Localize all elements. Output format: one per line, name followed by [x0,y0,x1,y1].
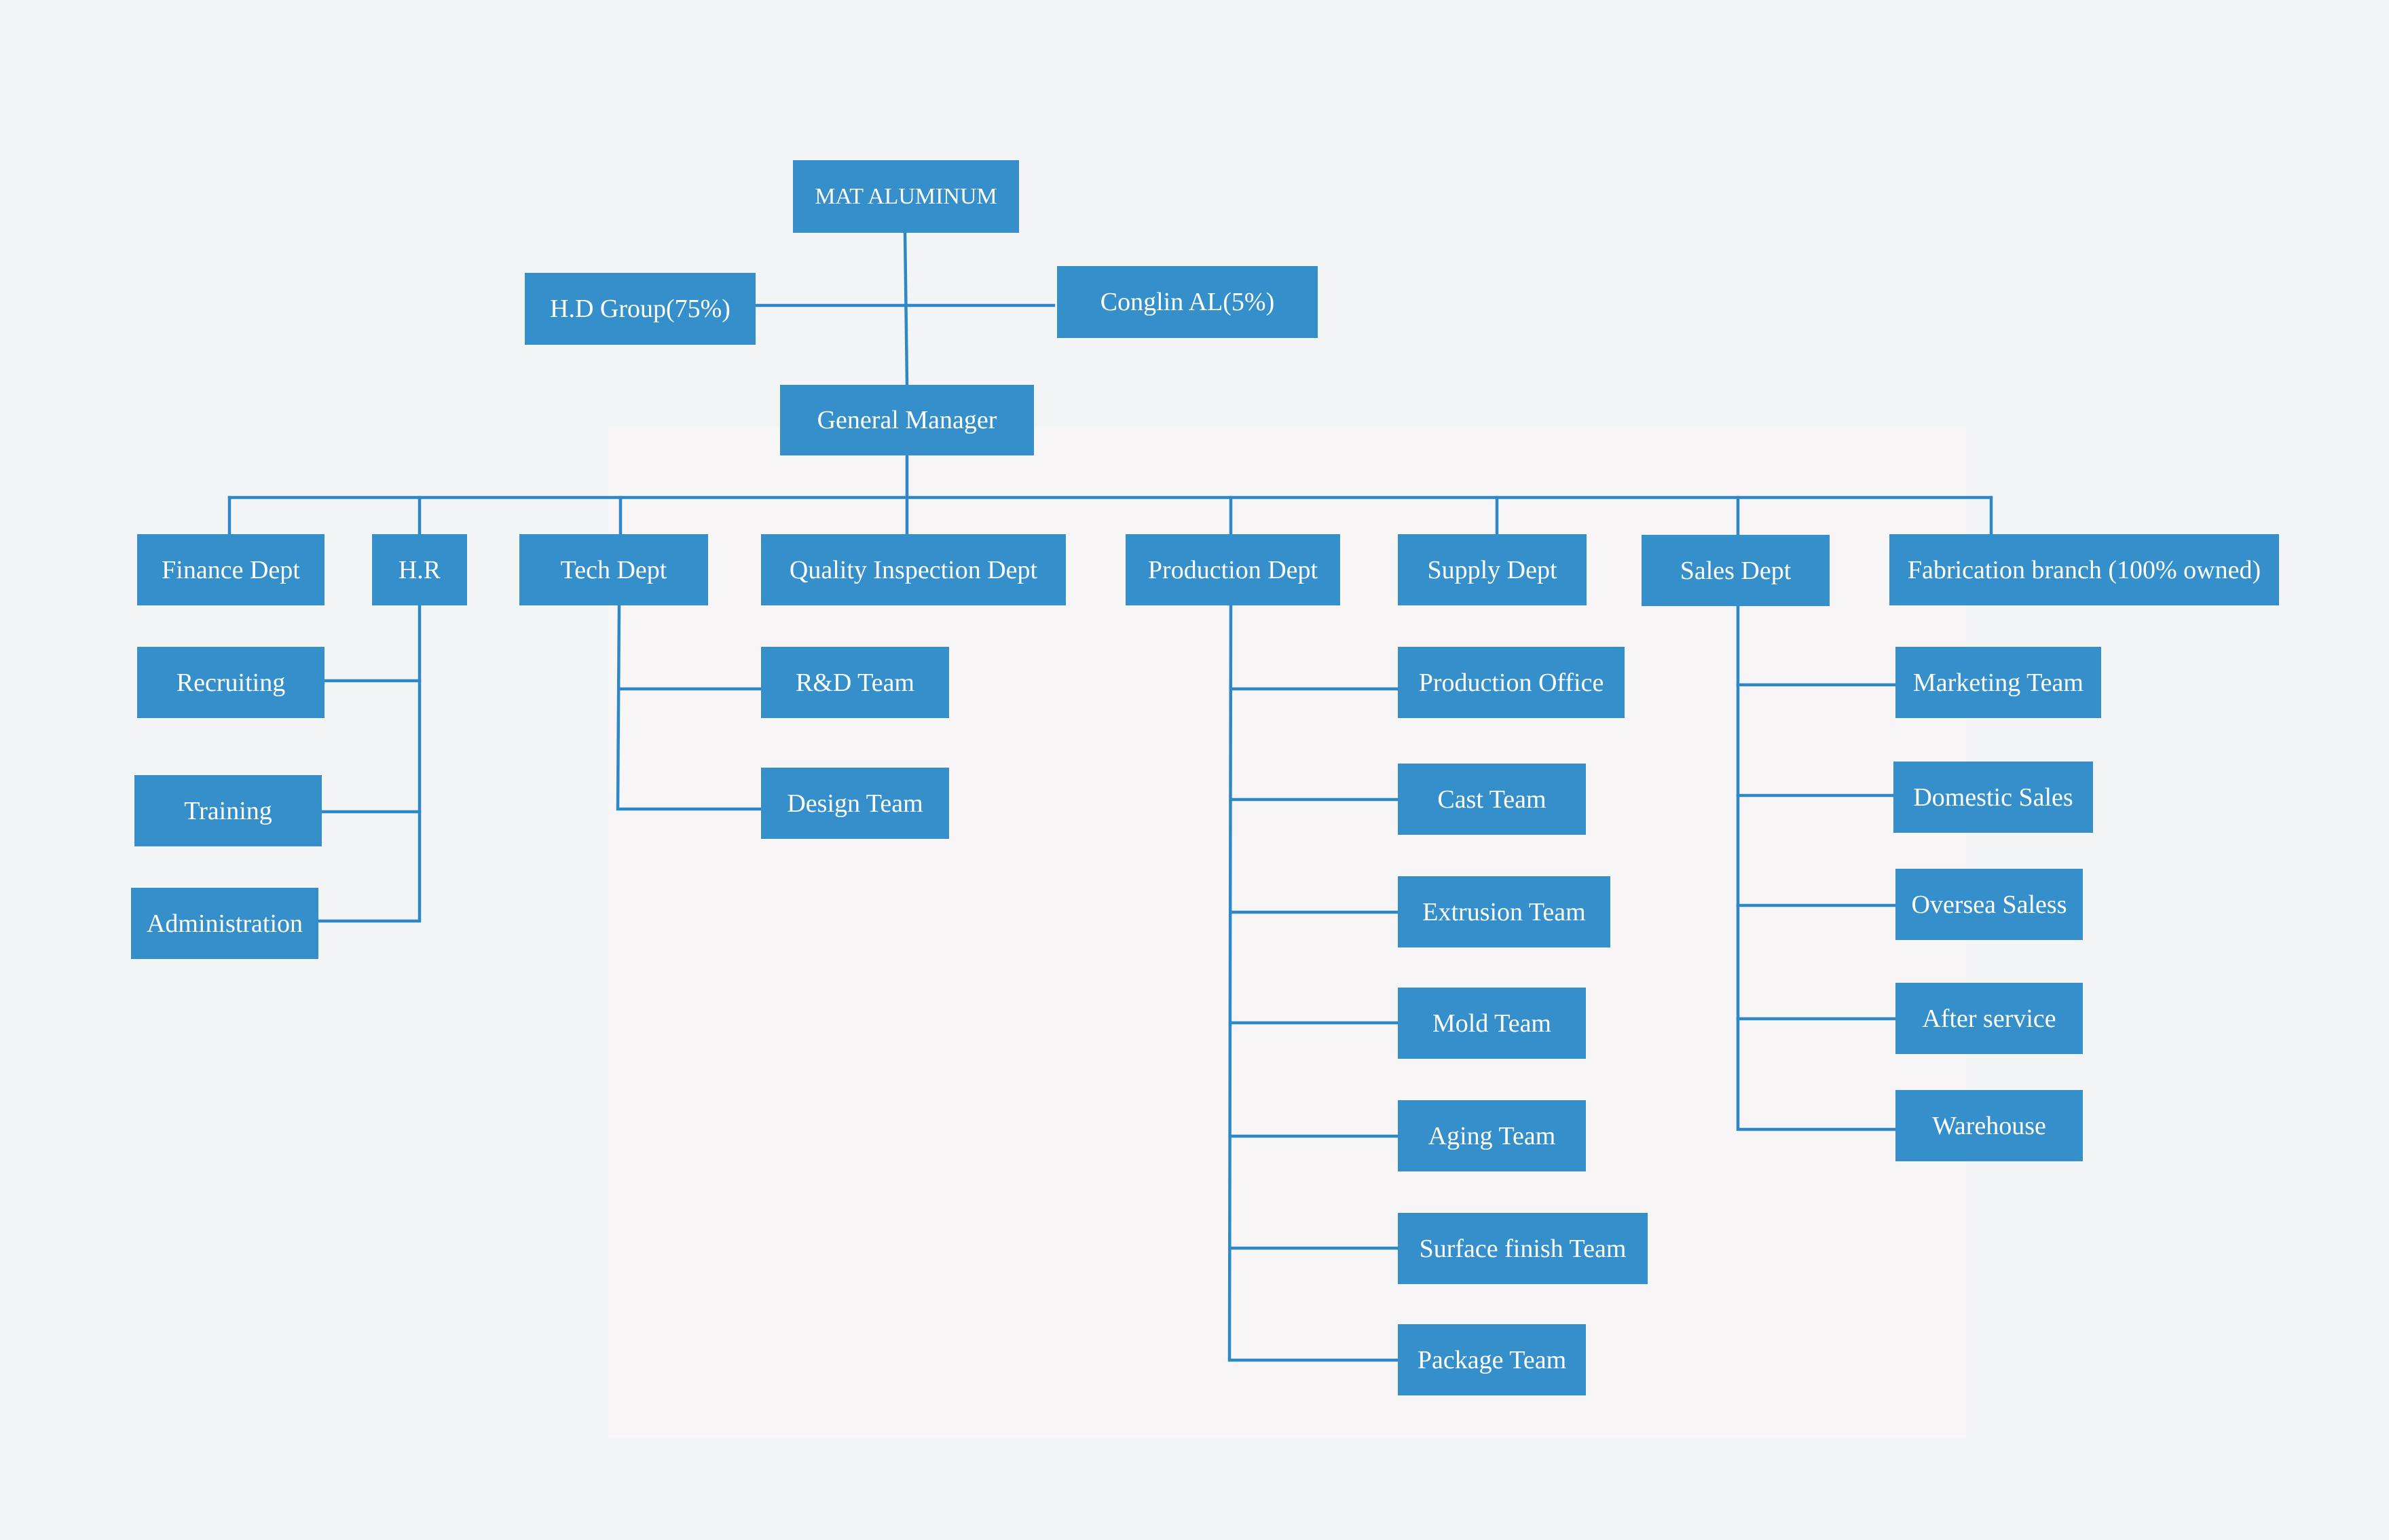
hr-team-recruiting: Recruiting [137,647,325,718]
production-dept-box: Production Dept [1126,534,1340,605]
sales-team-marketing: Marketing Team [1895,647,2101,718]
general-manager-box: General Manager [780,385,1034,455]
production-team-aging: Aging Team [1398,1100,1586,1171]
tech-dept-box: Tech Dept [519,534,708,605]
hd-group-box: H.D Group(75%) [525,273,756,345]
sales-dept-box: Sales Dept [1642,535,1830,606]
conglin-box: Conglin AL(5%) [1057,266,1318,338]
production-team-extrusion: Extrusion Team [1398,876,1610,947]
tech-team-design: Design Team [761,768,949,839]
hr-team-training: Training [134,775,322,846]
finance-dept-box: Finance Dept [137,534,325,605]
hr-team-administration: Administration [131,888,318,959]
production-team-surface-finish: Surface finish Team [1398,1213,1648,1284]
sales-team-oversea: Oversea Saless [1895,869,2083,940]
sales-team-after-service: After service [1895,983,2083,1054]
company-box: MAT ALUMINUM [793,160,1019,233]
production-branch-spine [1227,603,1399,1362]
fabrication-branch-box: Fabrication branch (100% owned) [1889,534,2279,605]
sales-team-warehouse: Warehouse [1895,1090,2083,1161]
production-team-mold: Mold Team [1398,988,1586,1059]
hr-branch-spine [317,603,422,923]
production-team-package: Package Team [1398,1324,1586,1395]
company-to-gm-connector [903,229,909,386]
sales-branch-spine [1736,603,1897,1131]
sales-team-domestic: Domestic Sales [1893,762,2093,833]
production-team-office: Production Office [1398,647,1625,718]
production-team-cast: Cast Team [1398,764,1586,835]
supply-dept-box: Supply Dept [1398,534,1587,605]
tech-team-rnd: R&D Team [761,647,949,718]
quality-dept-box: Quality Inspection Dept [761,534,1066,605]
tech-branch-spine [616,603,762,811]
hr-dept-box: H.R [372,534,467,605]
